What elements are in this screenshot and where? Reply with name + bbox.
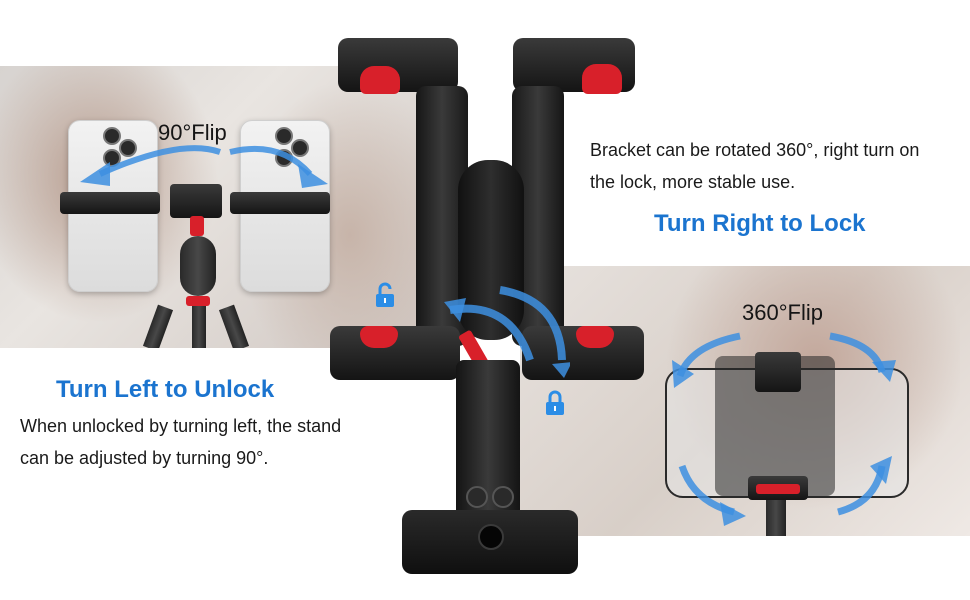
phone-bracket-product (330, 30, 650, 590)
red-ring (186, 296, 210, 306)
tripod-mount-hole (478, 524, 504, 550)
right-photo-panel (520, 266, 970, 536)
flip-label-360: 360°Flip (742, 300, 823, 325)
bracket-top-clamp (755, 352, 801, 392)
lock-icon (546, 390, 564, 415)
screw (492, 486, 514, 508)
lock-headline: Turn Right to Lock (654, 210, 866, 237)
clamp-arm-left (60, 192, 160, 214)
tripod-leg (766, 500, 786, 536)
rotation-arrows-icon (80, 145, 328, 188)
red-knob (190, 216, 204, 236)
turn-arrows-icon (444, 286, 570, 378)
unlock-headline: Turn Left to Unlock (56, 376, 275, 403)
ball-head (180, 236, 216, 296)
red-grip-bottom-left (360, 326, 398, 348)
center-head (170, 184, 222, 218)
lock-description-line2: the lock, more stable use. (590, 172, 796, 192)
red-grip-bottom-right (576, 326, 614, 348)
tripod-leg (192, 306, 206, 348)
clamp-arm-right (230, 192, 330, 214)
screw (466, 486, 488, 508)
flip-label-90: 90°Flip (158, 120, 227, 145)
left-photo-panel (0, 66, 430, 348)
unlock-description-line1: When unlocked by turning left, the stand (20, 416, 342, 436)
rotation-arrows-360-icon (672, 332, 896, 526)
unlock-icon (376, 282, 394, 307)
red-grip-top-right (582, 64, 622, 94)
red-grip (756, 484, 800, 494)
unlock-description-line2: can be adjusted by turning 90°. (20, 448, 269, 468)
red-grip-top-left (360, 66, 400, 94)
lock-description-line1: Bracket can be rotated 360°, right turn … (590, 140, 920, 160)
